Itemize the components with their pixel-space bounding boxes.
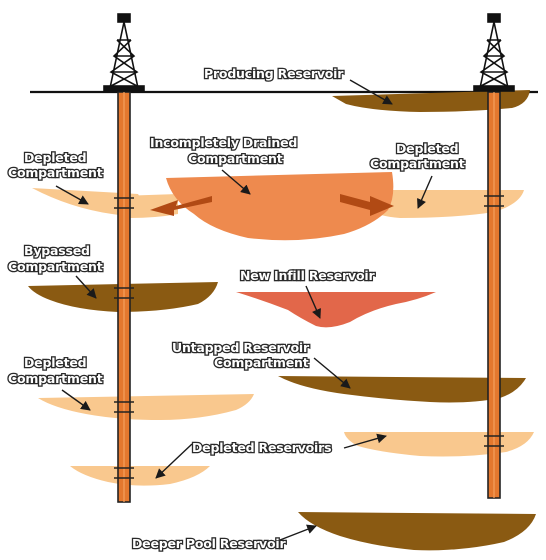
label-producing-reservoir: Producing Reservoir xyxy=(204,66,344,81)
label-depleted-reservoirs: Depleted Reservoirs xyxy=(192,440,331,455)
derrick-left-icon xyxy=(103,13,145,92)
label-depleted-mid-left-line1: Depleted xyxy=(24,355,86,370)
depleted-reservoir-lower-left-body xyxy=(70,466,210,486)
label-new-infill-reservoir: New Infill Reservoir xyxy=(240,268,375,283)
arrow-bypassed xyxy=(75,275,97,299)
label-depleted-mid-left-line2: Compartment xyxy=(8,371,103,386)
label-depleted-right-line2: Compartment xyxy=(370,156,465,171)
label-deeper-pool-reservoir: Deeper Pool Reservoir xyxy=(132,536,286,551)
left-well-bore xyxy=(114,91,134,503)
producing-reservoir-body xyxy=(332,90,530,112)
incompletely-drained-compartment-body xyxy=(166,172,394,241)
arrow-incompletely-drained xyxy=(221,169,251,195)
untapped-reservoir-compartment-body xyxy=(278,376,526,403)
label-incompletely-drained-line1: Incompletely Drained xyxy=(150,135,297,150)
label-depleted-top-left-line2: Compartment xyxy=(8,165,103,180)
arrow-new-infill xyxy=(305,285,321,319)
derrick-right-icon xyxy=(473,13,515,92)
new-infill-reservoir-body xyxy=(236,292,436,328)
arrow-untapped xyxy=(313,357,351,389)
label-depleted-right-line1: Depleted xyxy=(396,141,458,156)
flow-arrow-right xyxy=(340,194,394,216)
label-depleted-top-left-line1: Depleted xyxy=(24,150,86,165)
arrow-depleted-mid-left xyxy=(61,389,91,411)
arrow-depleted-right xyxy=(417,175,433,209)
label-untapped-line1: Untapped Reservoir xyxy=(172,340,310,355)
arrow-depleted-reservoirs-right xyxy=(343,433,387,449)
arrow-depleted-top-left xyxy=(55,185,89,205)
label-untapped-line2: Compartment xyxy=(214,355,309,370)
label-bypassed-line1: Bypassed xyxy=(24,243,90,258)
arrow-depleted-reservoirs-left xyxy=(155,443,193,479)
arrow-deeper-pool xyxy=(279,524,317,541)
flow-arrow-left xyxy=(150,196,212,216)
deeper-pool-reservoir-body xyxy=(298,512,536,551)
depleted-compartment-mid-left-body xyxy=(38,394,254,420)
label-incompletely-drained-line2: Compartment xyxy=(188,151,283,166)
depleted-compartment-top-right-body xyxy=(362,190,524,218)
label-bypassed-line2: Compartment xyxy=(8,259,103,274)
arrow-producing xyxy=(349,79,393,105)
right-well-bore xyxy=(484,91,504,499)
depleted-reservoir-lower-right-body xyxy=(344,432,534,457)
